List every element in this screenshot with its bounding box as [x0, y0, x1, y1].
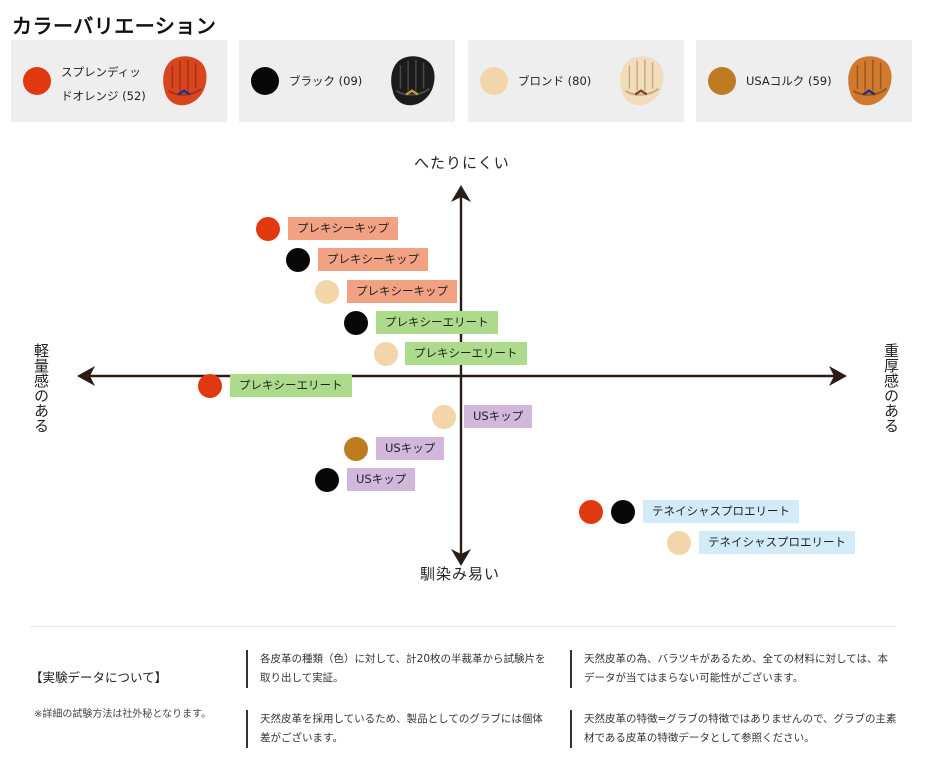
- chart-tag-us-kip: USキップ: [347, 468, 416, 491]
- axis-label-right: 重厚感のある: [882, 343, 900, 433]
- variation-card-orange[interactable]: スプレンディッ ドオレンジ (52): [11, 40, 227, 122]
- glove-blonde-icon: [620, 56, 664, 106]
- note-line: 取り出して実証。: [260, 672, 344, 684]
- chart-tag-plexy-elite: プレキシーエリート: [376, 311, 498, 334]
- chart-point-black: [286, 248, 310, 272]
- chart-tag-tenacious-pro-elite: テネイシャスプロエリート: [643, 500, 799, 523]
- chart-point-orange: [198, 374, 222, 398]
- experiment-note-block: 天然皮革を採用しているため、製品としてのグラブには個体 差がございます。: [246, 710, 562, 748]
- chart-point-orange: [256, 217, 280, 241]
- chart-tag-us-kip: USキップ: [376, 437, 445, 460]
- chart-tag-plexy-kip: プレキシーキップ: [318, 248, 428, 271]
- glove-cork-icon: [848, 56, 892, 106]
- note-line: 各皮革の種類（色）に対して、計20枚の半裁革から試験片を: [260, 653, 546, 665]
- experiment-title: 【実験データについて】: [30, 670, 168, 685]
- note-line: 天然皮革の為、バラツキがあるため、全ての材料に対しては、本: [584, 653, 888, 665]
- note-line: 天然皮革の特徴=グラブの特徴ではありませんので、グラブの主素: [584, 713, 897, 725]
- variation-label: USAコルク (59): [746, 74, 832, 88]
- note-line: 材である皮革の特徴データとして参照ください。: [584, 732, 815, 744]
- axis-label-bottom: 馴染み易い: [420, 565, 501, 583]
- variation-label: ブラック (09): [289, 74, 363, 88]
- chart-point-black: [611, 500, 635, 524]
- chart-point-black: [344, 311, 368, 335]
- experiment-note-block: 天然皮革の為、バラツキがあるため、全ての材料に対しては、本 データが当てはまらな…: [570, 650, 900, 688]
- chart-point-orange: [579, 500, 603, 524]
- axis-label-left: 軽量感のある: [32, 343, 50, 433]
- experiment-note-block: 天然皮革の特徴=グラブの特徴ではありませんので、グラブの主素 材である皮革の特徴…: [570, 710, 900, 748]
- chart-point-usa-cork: [344, 437, 368, 461]
- chart-point-blonde: [432, 405, 456, 429]
- color-swatch-usa-cork: [708, 67, 736, 95]
- variation-card-usa-cork[interactable]: USAコルク (59): [696, 40, 912, 122]
- note-line: データが当てはまらない可能性がございます。: [584, 672, 804, 684]
- chart-tag-us-kip: USキップ: [464, 405, 533, 428]
- chart-point-black: [315, 468, 339, 492]
- arrow-left-icon: [77, 366, 95, 386]
- section-divider: [30, 626, 896, 627]
- note-line: 差がございます。: [260, 732, 343, 744]
- experiment-note-block: 各皮革の種類（色）に対して、計20枚の半裁革から試験片を 取り出して実証。: [246, 650, 562, 688]
- chart-point-blonde: [374, 342, 398, 366]
- variation-label-line1: スプレンディッ: [61, 65, 141, 79]
- arrow-up-icon: [451, 185, 471, 202]
- variation-card-blonde[interactable]: ブロンド (80): [468, 40, 684, 122]
- chart-tag-tenacious-pro-elite: テネイシャスプロエリート: [699, 531, 855, 554]
- chart-tag-plexy-kip: プレキシーキップ: [288, 217, 398, 240]
- variation-label: スプレンディッ ドオレンジ (52): [61, 60, 157, 108]
- color-swatch-black: [251, 67, 279, 95]
- variation-label: ブロンド (80): [518, 74, 592, 88]
- note-line: 天然皮革を採用しているため、製品としてのグラブには個体: [260, 713, 543, 725]
- glove-orange-icon: [163, 56, 207, 106]
- chart-tag-plexy-kip: プレキシーキップ: [347, 280, 457, 303]
- variation-label-line2: ドオレンジ (52): [61, 89, 146, 103]
- color-swatch-blonde: [480, 67, 508, 95]
- axis-label-top: へたりにくい: [414, 154, 510, 172]
- arrow-right-icon: [829, 366, 847, 386]
- section-title: カラーバリエーション: [12, 14, 217, 38]
- glove-black-icon: [391, 56, 435, 106]
- chart-tag-plexy-elite: プレキシーエリート: [405, 342, 527, 365]
- chart-tag-plexy-elite: プレキシーエリート: [230, 374, 352, 397]
- chart-point-blonde: [315, 280, 339, 304]
- arrow-down-icon: [451, 549, 471, 566]
- chart-point-blonde: [667, 531, 691, 555]
- color-swatch-orange: [23, 67, 51, 95]
- variation-card-black[interactable]: ブラック (09): [239, 40, 455, 122]
- experiment-note: ※詳細の試験方法は社外秘となります。: [34, 709, 212, 720]
